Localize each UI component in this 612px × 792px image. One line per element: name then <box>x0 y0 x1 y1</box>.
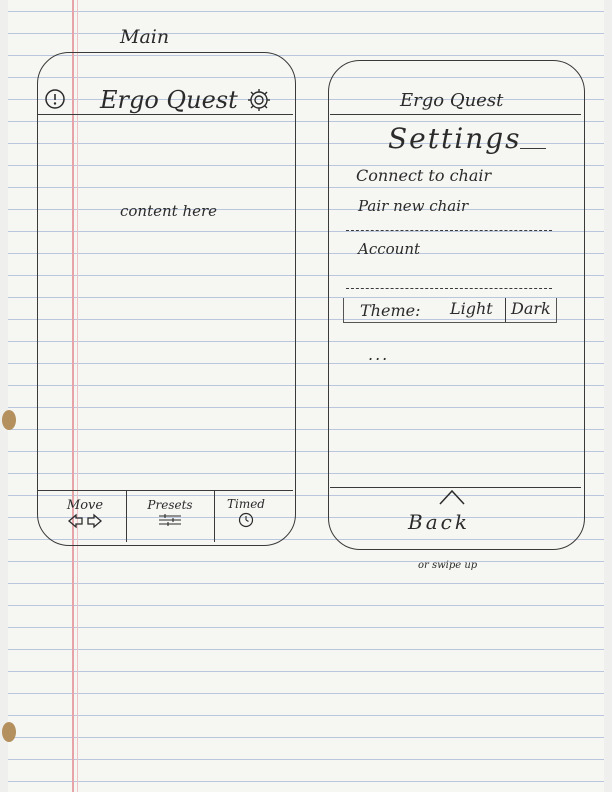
sketch-label: Main <box>120 26 170 48</box>
page-title: Settings <box>388 122 522 155</box>
left-right-arrows-icon <box>68 513 102 529</box>
nav-timed-button[interactable]: Timed <box>216 497 276 533</box>
settings-item-account[interactable]: Account <box>358 240 421 258</box>
gear-icon[interactable] <box>246 87 272 113</box>
main-screen-frame <box>37 52 296 546</box>
back-button[interactable]: Back <box>408 510 470 534</box>
app-title: Ergo Quest <box>400 90 504 111</box>
header-divider <box>330 114 581 115</box>
settings-item-connect[interactable]: Connect to chair <box>356 166 492 185</box>
nav-presets-button[interactable]: Presets <box>130 498 210 532</box>
nav-presets-label: Presets <box>147 498 193 512</box>
header-divider <box>38 114 293 115</box>
more-indicator: ... <box>368 345 390 364</box>
nav-separator <box>214 490 215 542</box>
theme-label: Theme: <box>360 301 421 320</box>
settings-screen-frame <box>328 60 585 550</box>
clock-icon <box>238 512 254 528</box>
swipe-hint: or swipe up <box>418 560 478 571</box>
footer-divider <box>330 487 581 488</box>
nav-move-label: Move <box>66 498 104 513</box>
theme-dark-option[interactable]: Dark <box>511 299 551 318</box>
caret-up-icon[interactable] <box>437 488 467 506</box>
nav-separator <box>126 490 127 542</box>
nav-timed-label: Timed <box>226 497 265 511</box>
theme-row <box>343 298 557 323</box>
app-title: Ergo Quest <box>100 86 238 114</box>
settings-item-pair[interactable]: Pair new chair <box>358 197 469 215</box>
theme-separator <box>505 298 506 322</box>
heading-underline <box>520 148 546 149</box>
notebook-paper <box>8 0 604 792</box>
info-icon[interactable] <box>44 88 66 110</box>
content-placeholder: content here <box>120 202 218 220</box>
nav-move-button[interactable]: Move <box>50 498 120 533</box>
margin-line <box>77 0 78 792</box>
theme-light-option[interactable]: Light <box>450 299 493 318</box>
nav-bar-divider <box>38 490 293 491</box>
binder-hole <box>2 722 16 742</box>
margin-line <box>72 0 74 792</box>
sliders-icon <box>159 514 181 526</box>
row-divider <box>346 230 552 231</box>
row-divider <box>346 288 552 289</box>
binder-hole <box>2 410 16 430</box>
